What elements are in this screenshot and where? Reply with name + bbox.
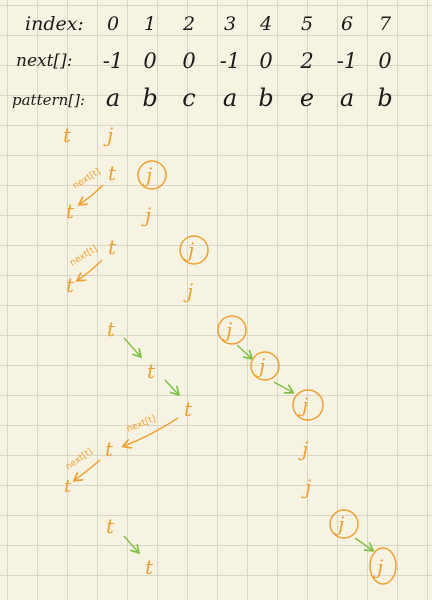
index-cell: 6 [341, 13, 353, 35]
next-row: -1 0 0 -1 0 2 -1 0 [103, 49, 392, 73]
pattern-row-label: pattern[]: [12, 91, 85, 109]
next-t-annotation: next[t] [68, 244, 99, 269]
advance-arrow [236, 344, 251, 358]
trace-t-marker: t [66, 199, 75, 223]
index-cell: 2 [182, 13, 195, 35]
index-cell: 3 [224, 13, 236, 35]
trace-t-marker: t [184, 397, 193, 421]
trace-j-marker: j [373, 555, 383, 579]
matched-j-circle [179, 235, 209, 265]
trace-j-marker: j [222, 318, 232, 342]
pattern-cell: a [223, 84, 237, 112]
next-cell: 0 [259, 49, 272, 73]
next-t-annotation: next[t] [125, 414, 157, 435]
trace-j-marker: j [301, 475, 311, 499]
next-cell: -1 [220, 49, 240, 73]
trace-t-marker: t [108, 161, 117, 185]
trace-t-marker: t [105, 437, 114, 461]
advance-arrow [164, 379, 178, 394]
index-cell: 1 [144, 13, 156, 35]
trace-t-marker: t [147, 359, 156, 383]
pattern-cell: a [340, 84, 354, 112]
index-cell: 0 [107, 13, 119, 35]
trace-t-marker: t [108, 235, 117, 259]
trace-j-marker: j [183, 279, 193, 303]
matched-j-circle [292, 389, 324, 421]
trace-t-marker: t [63, 123, 72, 147]
trace-j-marker: j [334, 512, 344, 536]
next-cell: -1 [103, 49, 123, 73]
index-cell: 4 [259, 13, 272, 35]
next-cell: 0 [182, 49, 195, 73]
matched-j-circle [217, 315, 247, 345]
advance-arrow [123, 535, 138, 552]
next-cell: 0 [143, 49, 156, 73]
matched-j-circle [329, 509, 359, 539]
advance-arrow [273, 381, 292, 392]
trace-t-marker: t [145, 555, 154, 579]
next-cell: 2 [299, 49, 313, 73]
index-cell: 7 [379, 13, 392, 35]
trace-j-marker: j [298, 393, 308, 417]
trace-j-marker: j [255, 354, 265, 378]
trace-t-marker: t [107, 317, 116, 341]
next-cell: -1 [337, 49, 357, 73]
pattern-cell: b [142, 84, 157, 112]
trace-j-marker: j [184, 238, 194, 262]
matched-j-circle [137, 160, 167, 190]
matched-j-circle [250, 351, 280, 381]
matched-j-circle [369, 547, 397, 585]
trace-t-marker: t [66, 273, 75, 297]
advance-arrow [354, 537, 372, 550]
next-row-label: next[]: [16, 51, 72, 71]
fallback-arrow [75, 459, 101, 480]
index-row-label: index: [25, 13, 84, 35]
trace-t-marker: t [64, 476, 72, 497]
fallback-arrow [80, 184, 104, 204]
pattern-cell: c [182, 84, 195, 112]
advance-arrow [123, 337, 140, 356]
trace-t-marker: t [106, 514, 115, 538]
pattern-cell: e [300, 84, 314, 112]
trace-j-marker: j [141, 203, 151, 227]
pattern-cell: b [377, 84, 392, 112]
fallback-arrow [78, 259, 103, 280]
trace-j-marker: j [298, 437, 308, 461]
next-t-annotation: next[t] [71, 167, 102, 192]
index-row: 0 1 2 3 4 5 6 7 [107, 13, 392, 35]
next-cell: 0 [378, 49, 391, 73]
fallback-arrow [124, 417, 179, 446]
trace-j-marker: j [103, 123, 113, 147]
index-cell: 5 [301, 13, 313, 35]
pattern-cell: b [258, 84, 273, 112]
pattern-cell: a [106, 84, 120, 112]
trace-j-marker: j [142, 163, 152, 187]
